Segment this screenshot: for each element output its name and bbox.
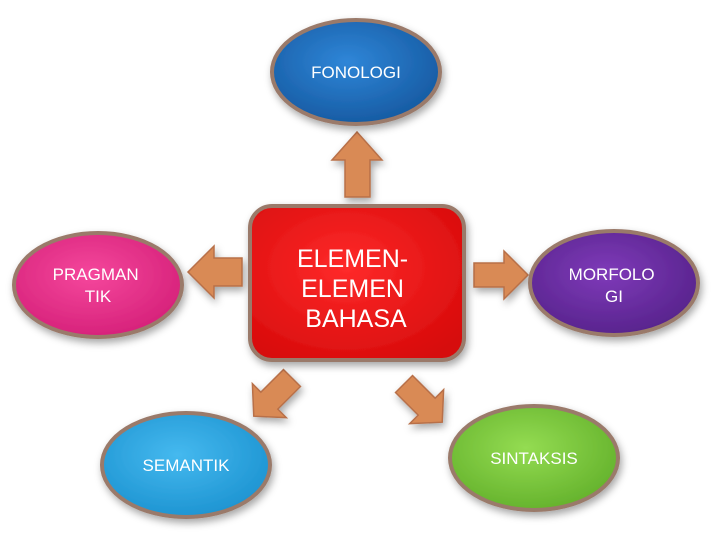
pragmatik-ellipse [12,231,184,339]
morfologi-ellipse [528,229,700,337]
center-line-2: ELEMEN [301,275,404,303]
arrows [186,130,530,425]
arrow-right [473,249,530,301]
morfologi-line-1: MORFOLO [569,265,655,284]
pragmatik-line-2: TIK [85,287,112,306]
arrow-down-left [251,368,302,419]
center-line-3: BAHASA [305,305,407,333]
morfologi-label: MORFOLO GI [569,265,660,306]
center-line-1: ELEMEN- [297,245,408,273]
fonologi-line-1: FONOLOGI [311,63,401,82]
sintaksis-line-1: SINTAKSIS [490,449,578,468]
pragmatik-label: PRAGMAN TIK [53,265,144,306]
node-morfologi [528,229,700,337]
fonologi-ellipse [270,18,442,126]
arrow-left [186,244,243,300]
fonologi-label: FONOLOGI [311,63,401,82]
pragmatik-line-1: PRAGMAN [53,265,139,284]
center-node [248,204,466,362]
sintaksis-label: SINTAKSIS [490,449,578,468]
arrow-down-right [394,374,445,425]
arrow-up [330,130,384,198]
node-semantik [100,411,272,519]
semantik-label: SEMANTIK [143,456,231,475]
semantik-line-1: SEMANTIK [143,456,231,475]
center-label: ELEMEN- ELEMEN BAHASA [297,245,415,333]
sintaksis-ellipse [448,404,620,512]
semantik-ellipse [100,411,272,519]
morfologi-line-2: GI [605,287,623,306]
center-box [248,204,466,362]
node-sintaksis [448,404,620,512]
node-fonologi [270,18,442,126]
node-pragmatik [12,231,184,339]
